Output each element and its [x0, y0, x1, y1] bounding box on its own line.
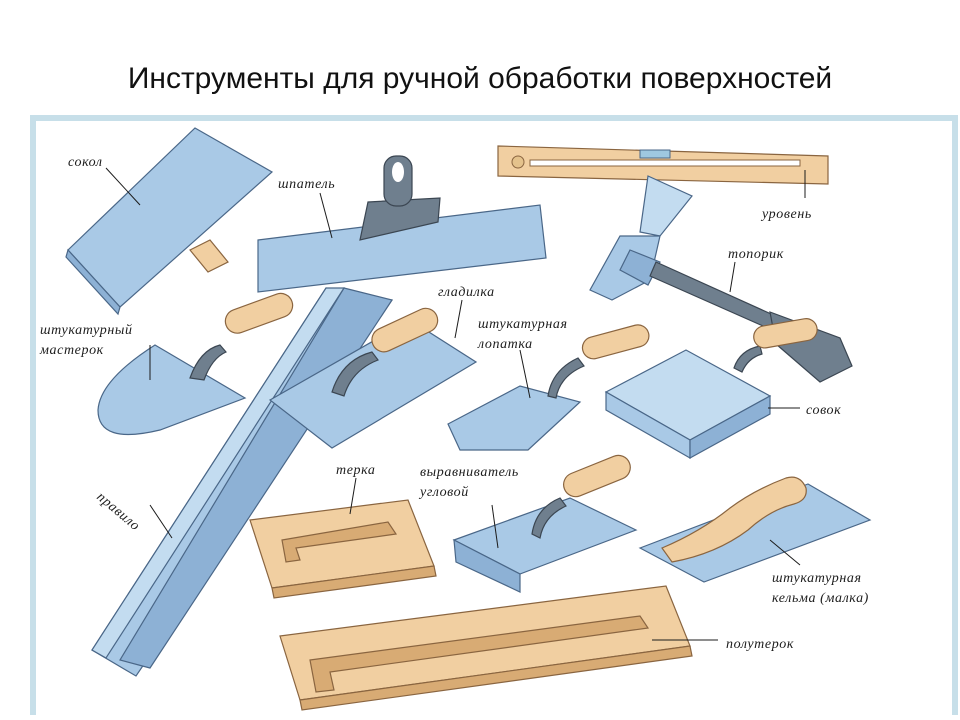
label-pravilo: правило — [93, 490, 142, 535]
label-kelma-1: штукатурная — [772, 571, 862, 586]
poluterok-tool — [279, 585, 693, 711]
vyravn-tool — [452, 454, 638, 593]
shpatel-leader — [319, 192, 333, 239]
lopatka-tool — [447, 324, 650, 451]
kelma-tool — [638, 476, 872, 583]
gladilka-leader — [454, 299, 463, 339]
label-vyravn-2: угловой — [418, 485, 469, 500]
label-terka: терка — [336, 463, 376, 478]
master-tool — [97, 292, 294, 436]
gladilka-tool — [268, 307, 478, 449]
label-gladilka: гладилка — [438, 285, 495, 300]
terka-tool — [249, 499, 437, 599]
lopatka-leader — [519, 349, 531, 399]
label-shpatel: шпатель — [278, 177, 335, 192]
label-poluterok: полутерок — [726, 637, 794, 652]
label-kelma-2: кельма (малка) — [772, 591, 869, 606]
sokol-leader — [105, 167, 141, 206]
toporik-leader — [729, 261, 736, 293]
tools-illustration: сокол шпатель уровень топорик штукатурны… — [39, 127, 872, 711]
pravilo-tool — [91, 287, 394, 677]
label-master-1: штукатурный — [40, 323, 133, 338]
label-lopatka-1: штукатурная — [478, 317, 568, 332]
label-sovok: совок — [806, 403, 841, 418]
terka-leader — [349, 477, 357, 515]
pravilo-leader — [149, 504, 173, 539]
sokol-tool — [65, 127, 274, 316]
sovok-tool — [604, 318, 818, 460]
slide-title: Инструменты для ручной обработки поверхн… — [127, 62, 833, 95]
uroven-tool — [497, 145, 829, 185]
label-master-2: мастерок — [39, 343, 104, 358]
label-vyravn-1: выравниватель — [420, 465, 519, 480]
label-toporik: топорик — [728, 247, 784, 262]
toporik-tool — [589, 175, 853, 383]
vyravn-leader — [491, 504, 499, 549]
label-lopatka-2: лопатка — [477, 337, 533, 352]
kelma-leader — [769, 539, 801, 566]
label-sokol: сокол — [68, 155, 103, 170]
shpatel-tool — [257, 155, 547, 293]
label-uroven: уровень — [760, 207, 812, 222]
